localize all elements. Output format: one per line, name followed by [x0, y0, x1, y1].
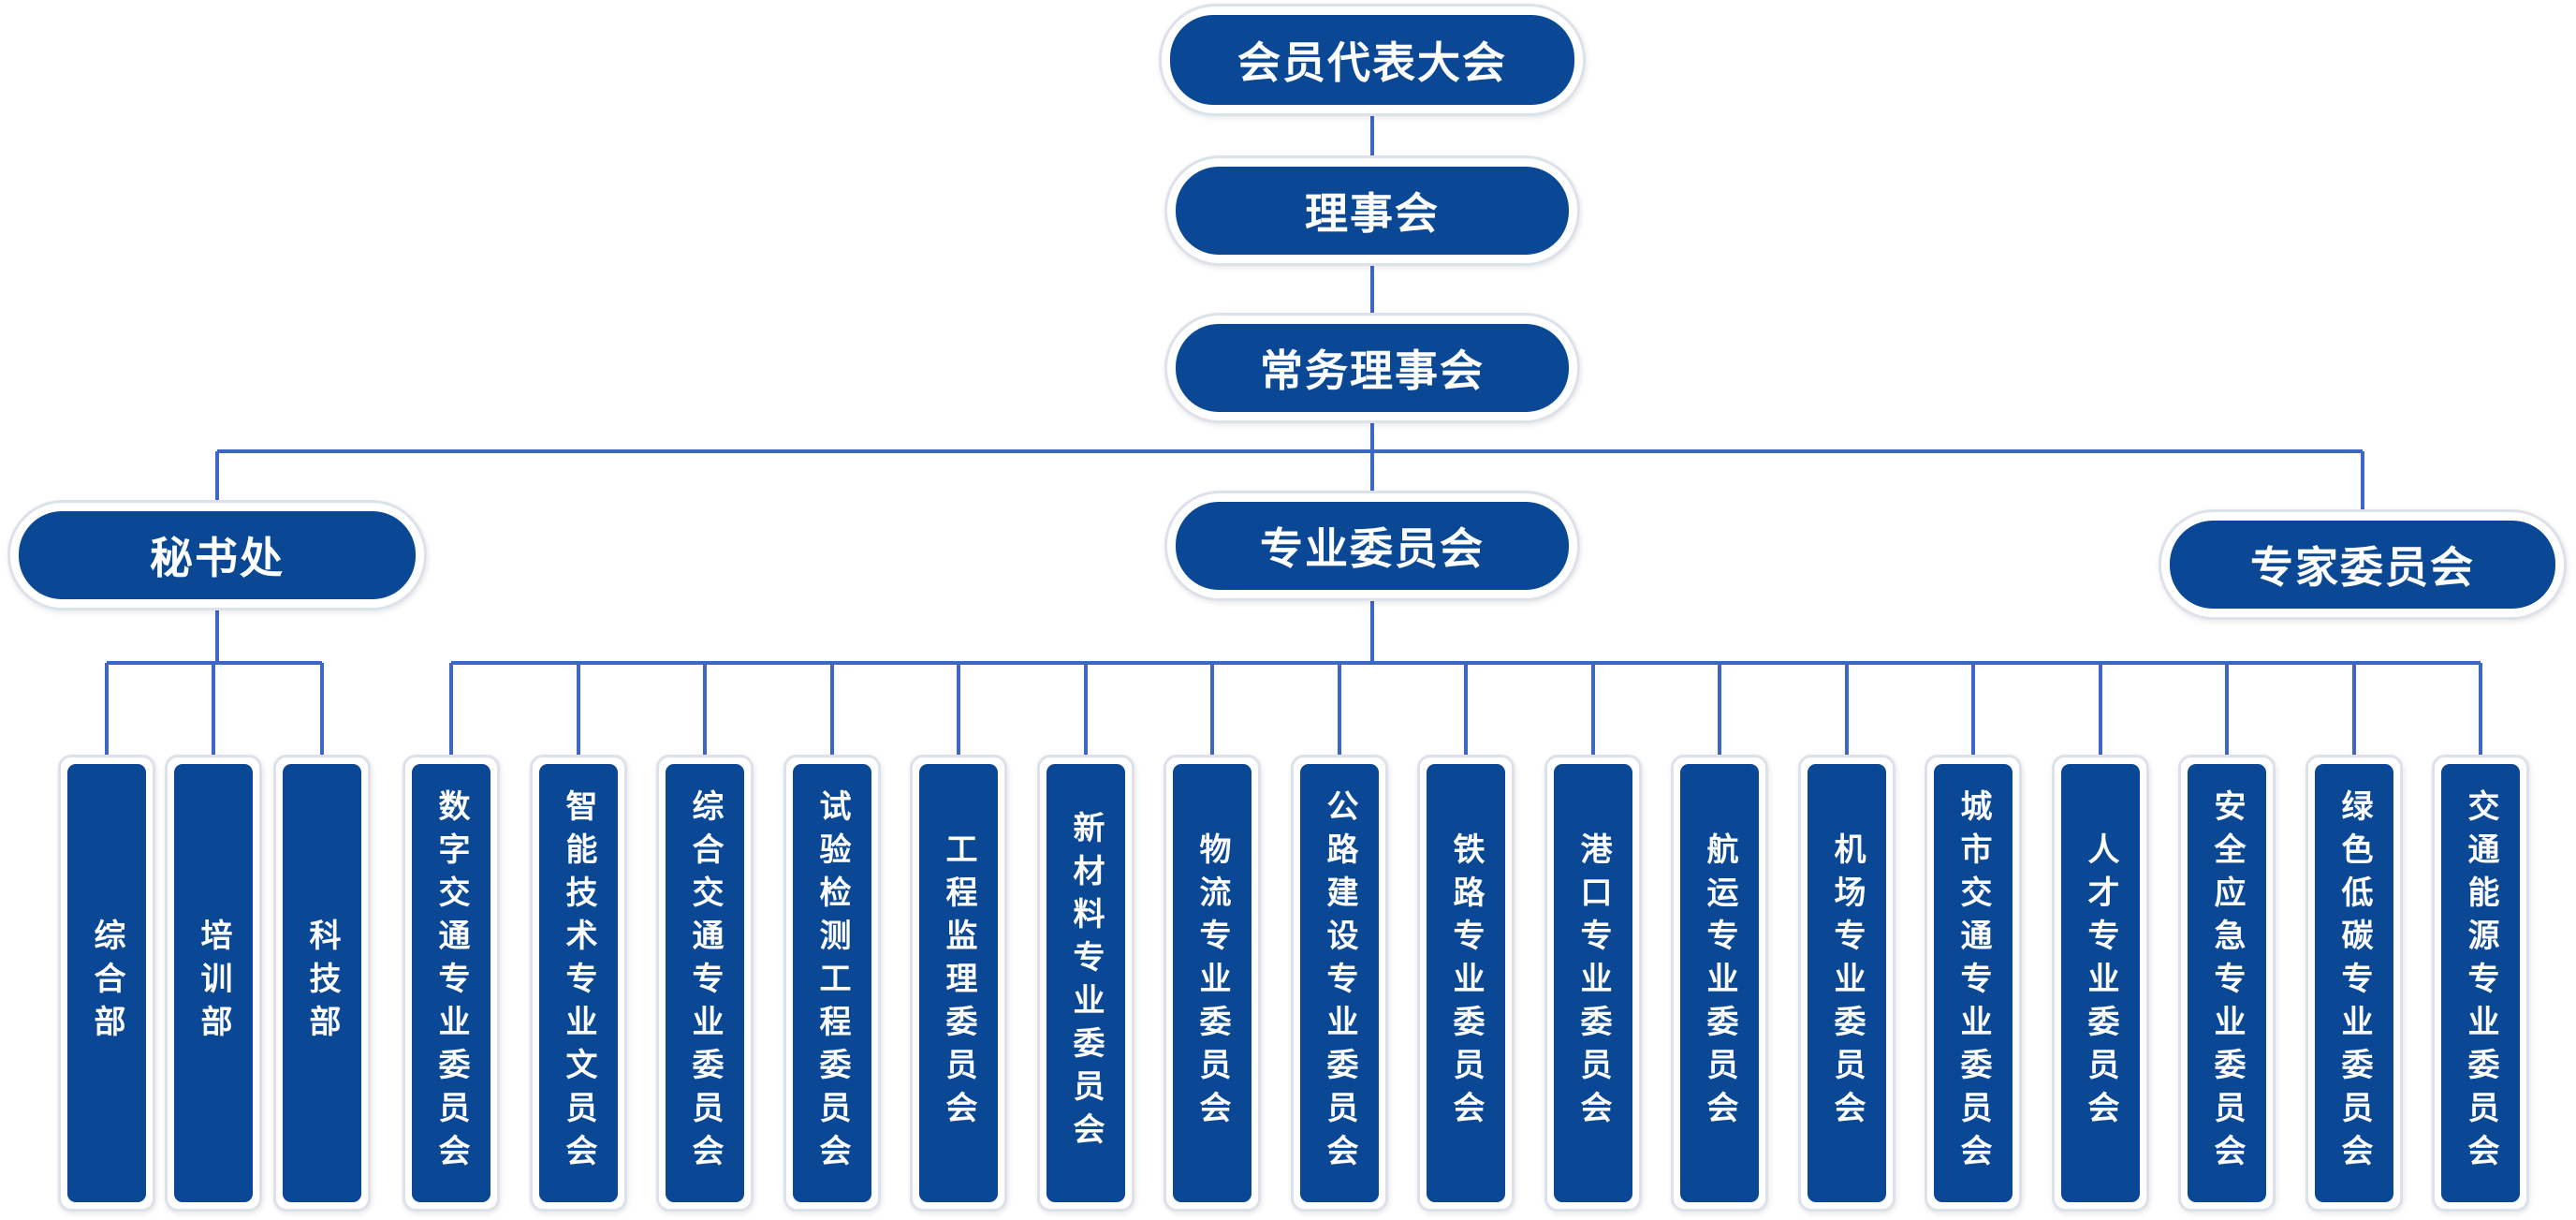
council-node[interactable]: 理事会 — [1164, 155, 1580, 266]
committee-node[interactable]: 数字交通专业委员会 — [402, 755, 500, 1212]
committee-fill: 航运专业委员会 — [1680, 764, 1759, 1202]
department-label: 科技部 — [303, 919, 341, 1048]
experts-label: 专家委员会 — [2170, 521, 2555, 609]
committee-node[interactable]: 航运专业委员会 — [1671, 755, 1768, 1212]
committees-node[interactable]: 专业委员会 — [1164, 491, 1580, 601]
department-label: 综合部 — [88, 919, 125, 1048]
committee-fill: 铁路专业委员会 — [1427, 764, 1505, 1202]
committee-fill: 试验检测工程委员会 — [793, 764, 871, 1202]
department-node[interactable]: 科技部 — [273, 755, 371, 1212]
committee-fill: 新材料专业委员会 — [1046, 764, 1125, 1202]
committees-label: 专业委员会 — [1176, 502, 1569, 590]
committee-label: 机场专业委员会 — [1828, 832, 1866, 1134]
committee-label: 公路建设专业委员会 — [1321, 789, 1358, 1177]
committee-node[interactable]: 城市交通专业委员会 — [1925, 755, 2022, 1212]
committee-node[interactable]: 公路建设专业委员会 — [1291, 755, 1388, 1212]
assembly-label: 会员代表大会 — [1170, 15, 1574, 105]
committee-label: 试验检测工程委员会 — [813, 789, 851, 1177]
committee-fill: 工程监理委员会 — [919, 764, 998, 1202]
committee-fill: 智能技术专业文员会 — [539, 764, 618, 1202]
committee-node[interactable]: 智能技术专业文员会 — [530, 755, 627, 1212]
committee-label: 工程监理委员会 — [940, 832, 977, 1134]
secretariat-node[interactable]: 秘书处 — [7, 500, 427, 610]
committee-label: 安全应急专业委员会 — [2208, 789, 2246, 1177]
experts-node[interactable]: 专家委员会 — [2159, 509, 2567, 620]
committee-fill: 港口专业委员会 — [1554, 764, 1632, 1202]
committee-label: 航运专业委员会 — [1701, 832, 1738, 1134]
committee-label: 人才专业委员会 — [2082, 832, 2119, 1134]
department-fill: 综合部 — [67, 764, 146, 1202]
standing-council-node[interactable]: 常务理事会 — [1164, 313, 1580, 423]
committee-node[interactable]: 综合交通专业委员会 — [656, 755, 754, 1212]
committee-label: 交通能源专业委员会 — [2462, 789, 2499, 1177]
department-node[interactable]: 培训部 — [165, 755, 262, 1212]
committee-node[interactable]: 工程监理委员会 — [910, 755, 1007, 1212]
committee-fill: 物流专业委员会 — [1173, 764, 1251, 1202]
committee-fill: 公路建设专业委员会 — [1300, 764, 1379, 1202]
committee-label: 综合交通专业委员会 — [686, 789, 724, 1177]
committee-label: 铁路专业委员会 — [1447, 832, 1485, 1134]
committee-fill: 交通能源专业委员会 — [2441, 764, 2520, 1202]
committee-label: 智能技术专业文员会 — [560, 789, 597, 1177]
committee-node[interactable]: 试验检测工程委员会 — [783, 755, 881, 1212]
committee-fill: 机场专业委员会 — [1808, 764, 1886, 1202]
committee-node[interactable]: 绿色低碳专业委员会 — [2305, 755, 2403, 1212]
department-fill: 科技部 — [283, 764, 361, 1202]
committee-fill: 数字交通专业委员会 — [412, 764, 490, 1202]
committee-node[interactable]: 新材料专业委员会 — [1037, 755, 1134, 1212]
committee-label: 城市交通专业委员会 — [1954, 789, 1992, 1177]
committee-node[interactable]: 交通能源专业委员会 — [2432, 755, 2529, 1212]
committee-node[interactable]: 铁路专业委员会 — [1417, 755, 1515, 1212]
committee-label: 物流专业委员会 — [1193, 832, 1231, 1134]
committee-node[interactable]: 港口专业委员会 — [1544, 755, 1642, 1212]
committee-fill: 人才专业委员会 — [2061, 764, 2140, 1202]
committee-fill: 安全应急专业委员会 — [2188, 764, 2266, 1202]
committee-fill: 城市交通专业委员会 — [1934, 764, 2012, 1202]
secretariat-label: 秘书处 — [19, 511, 416, 599]
department-fill: 培训部 — [174, 764, 253, 1202]
committee-fill: 绿色低碳专业委员会 — [2315, 764, 2393, 1202]
committee-node[interactable]: 人才专业委员会 — [2052, 755, 2149, 1212]
committee-node[interactable]: 安全应急专业委员会 — [2178, 755, 2276, 1212]
standing-council-label: 常务理事会 — [1176, 324, 1569, 412]
committee-label: 新材料专业委员会 — [1067, 811, 1105, 1155]
committee-node[interactable]: 物流专业委员会 — [1164, 755, 1261, 1212]
committee-node[interactable]: 机场专业委员会 — [1798, 755, 1895, 1212]
department-label: 培训部 — [195, 919, 232, 1048]
council-label: 理事会 — [1176, 167, 1569, 255]
department-node[interactable]: 综合部 — [58, 755, 155, 1212]
assembly-node[interactable]: 会员代表大会 — [1159, 4, 1586, 116]
committee-label: 绿色低碳专业委员会 — [2335, 789, 2373, 1177]
committee-label: 数字交通专业委员会 — [432, 789, 470, 1177]
committee-label: 港口专业委员会 — [1574, 832, 1612, 1134]
committee-fill: 综合交通专业委员会 — [666, 764, 744, 1202]
